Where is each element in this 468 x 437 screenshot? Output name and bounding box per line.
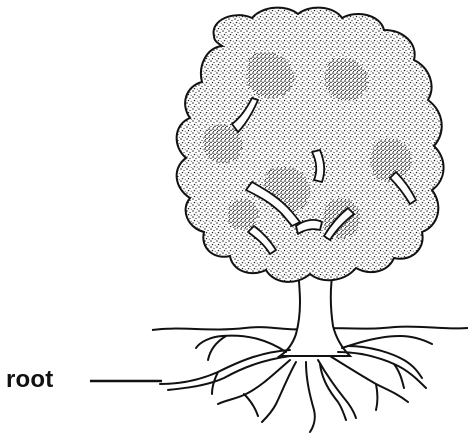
root-label: root [6,366,53,394]
tree-trunk [280,270,350,356]
